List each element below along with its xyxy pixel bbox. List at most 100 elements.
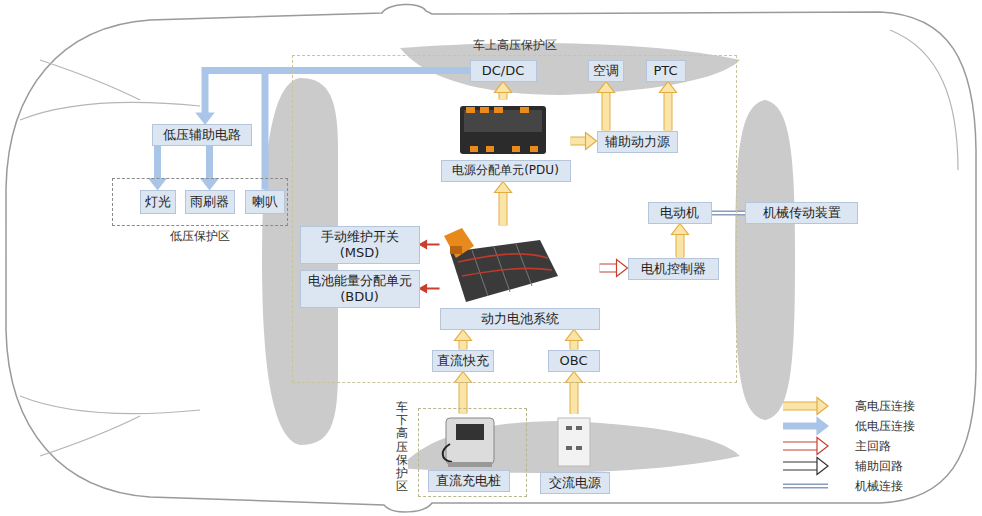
arrow-shaft bbox=[206, 146, 213, 180]
connector-arrow bbox=[420, 241, 440, 249]
box-label: 交流电源 bbox=[549, 474, 601, 492]
arrow-head bbox=[495, 182, 512, 193]
component-box: 直流快充 bbox=[432, 350, 494, 372]
connector-arrow bbox=[495, 182, 512, 226]
legend-sample bbox=[783, 418, 828, 435]
rear-detail bbox=[750, 236, 761, 247]
legend-label: 高电压连接 bbox=[855, 398, 915, 415]
legend-sample bbox=[783, 486, 828, 487]
connector-arrow bbox=[566, 330, 583, 350]
headlight-line bbox=[40, 60, 140, 100]
component-box: 灯光 bbox=[140, 190, 176, 214]
arrow-shaft bbox=[205, 71, 470, 115]
box-label: 空调 bbox=[593, 63, 619, 79]
box-label: 灯光 bbox=[145, 194, 171, 210]
component-with-picture: 动力电池系统 bbox=[440, 226, 600, 330]
zone-label: 车上高压保护区 bbox=[293, 37, 736, 54]
label-box: 直流充电桩 bbox=[428, 470, 510, 492]
box-label: 电动机 bbox=[660, 205, 699, 221]
arrow-head bbox=[455, 330, 472, 341]
hood-line bbox=[20, 103, 200, 120]
connector-arrow bbox=[495, 82, 512, 100]
arrow-head bbox=[660, 82, 677, 93]
connector-arrow bbox=[420, 285, 440, 293]
protection-zone: 车下高压保护区直流充电桩 bbox=[418, 408, 527, 497]
box-label: DC/DC bbox=[482, 63, 525, 79]
component-with-picture: 交流电源 bbox=[540, 414, 610, 494]
arrow-shaft bbox=[571, 138, 587, 145]
component-box: 空调 bbox=[588, 60, 624, 82]
box-label: 喇叭 bbox=[252, 194, 278, 210]
rear-detail bbox=[752, 330, 763, 343]
legend-label: 主回路 bbox=[855, 438, 891, 455]
component-box: 手动维护开关 (MSD) bbox=[300, 226, 420, 264]
legend-sample bbox=[783, 458, 828, 475]
legend-sample bbox=[783, 438, 828, 455]
arrow-outline bbox=[499, 192, 508, 226]
mechanical-link-inner bbox=[783, 485, 828, 487]
arrow-head bbox=[201, 179, 218, 190]
component-box: 电机控制器 bbox=[628, 258, 719, 280]
car-outline bbox=[6, 4, 976, 511]
arrow-head bbox=[455, 372, 472, 383]
legend-label: 辅助回路 bbox=[855, 458, 903, 475]
label-box: 动力电池系统 bbox=[440, 308, 600, 330]
connector-arrow bbox=[566, 372, 583, 415]
arrow-head bbox=[420, 285, 427, 293]
box-label: 低压辅助电路 bbox=[163, 127, 241, 143]
arrow-shaft bbox=[500, 192, 507, 226]
battery-picture bbox=[444, 228, 558, 302]
zone-label: 低压保护区 bbox=[113, 228, 287, 245]
component-box: 机械传动装置 bbox=[745, 202, 858, 224]
socket-picture bbox=[558, 418, 590, 466]
connector-arrow bbox=[660, 82, 677, 131]
component-box: 电动机 bbox=[648, 202, 712, 224]
arrow-head bbox=[598, 82, 615, 93]
arrow-shaft bbox=[783, 463, 818, 470]
arrow-shaft bbox=[677, 234, 684, 258]
connector-arrow bbox=[672, 224, 689, 258]
arrow-outline bbox=[783, 402, 818, 411]
connector-arrow bbox=[598, 82, 615, 131]
arrow-shaft bbox=[154, 146, 161, 180]
connector-arrow bbox=[197, 71, 470, 125]
box-label: 机械传动装置 bbox=[763, 205, 841, 221]
arrow-shaft bbox=[783, 423, 818, 430]
charger-picture bbox=[443, 418, 494, 467]
mechanical-link bbox=[783, 484, 828, 489]
box-label: 手动维护开关 (MSD) bbox=[305, 229, 415, 260]
box-label: 辅助动力源 bbox=[605, 134, 670, 150]
arrow-outline bbox=[570, 382, 579, 415]
arrow-shaft bbox=[783, 443, 818, 450]
headlight-line bbox=[40, 416, 140, 456]
legend-label: 低电压连接 bbox=[855, 418, 915, 435]
arrow-head bbox=[420, 241, 427, 249]
arrow-outline bbox=[600, 264, 618, 273]
arrow-outline bbox=[602, 92, 611, 131]
box-label: 直流充电桩 bbox=[436, 472, 501, 490]
component-with-picture: 直流充电桩 bbox=[428, 414, 510, 492]
arrow-head bbox=[586, 133, 597, 150]
arrow-shaft bbox=[603, 92, 610, 131]
component-box: 电池能量分配单元 (BDU) bbox=[300, 270, 420, 308]
arrow-outline bbox=[783, 462, 818, 471]
mechanical-link-inner bbox=[712, 212, 746, 214]
component-box: PTC bbox=[646, 60, 686, 82]
hood-line bbox=[20, 396, 200, 413]
box-label: 动力电池系统 bbox=[481, 310, 559, 328]
arrow-head bbox=[566, 372, 583, 383]
zone-label: 车下高压保护区 bbox=[396, 401, 408, 493]
arrow-head bbox=[817, 438, 828, 455]
component-box: 喇叭 bbox=[245, 190, 285, 214]
arrow-outline bbox=[664, 92, 673, 131]
arrow-shaft bbox=[265, 71, 470, 190]
box-label: 电源分配单元(PDU) bbox=[452, 162, 559, 179]
box-label: 直流快充 bbox=[437, 353, 489, 369]
arrow-head bbox=[495, 82, 512, 93]
arrow-shaft bbox=[783, 403, 818, 410]
arrow-shaft bbox=[426, 244, 440, 246]
connector-arrow bbox=[571, 133, 597, 150]
rear-line bbox=[890, 30, 958, 170]
connector-arrow bbox=[712, 213, 746, 214]
